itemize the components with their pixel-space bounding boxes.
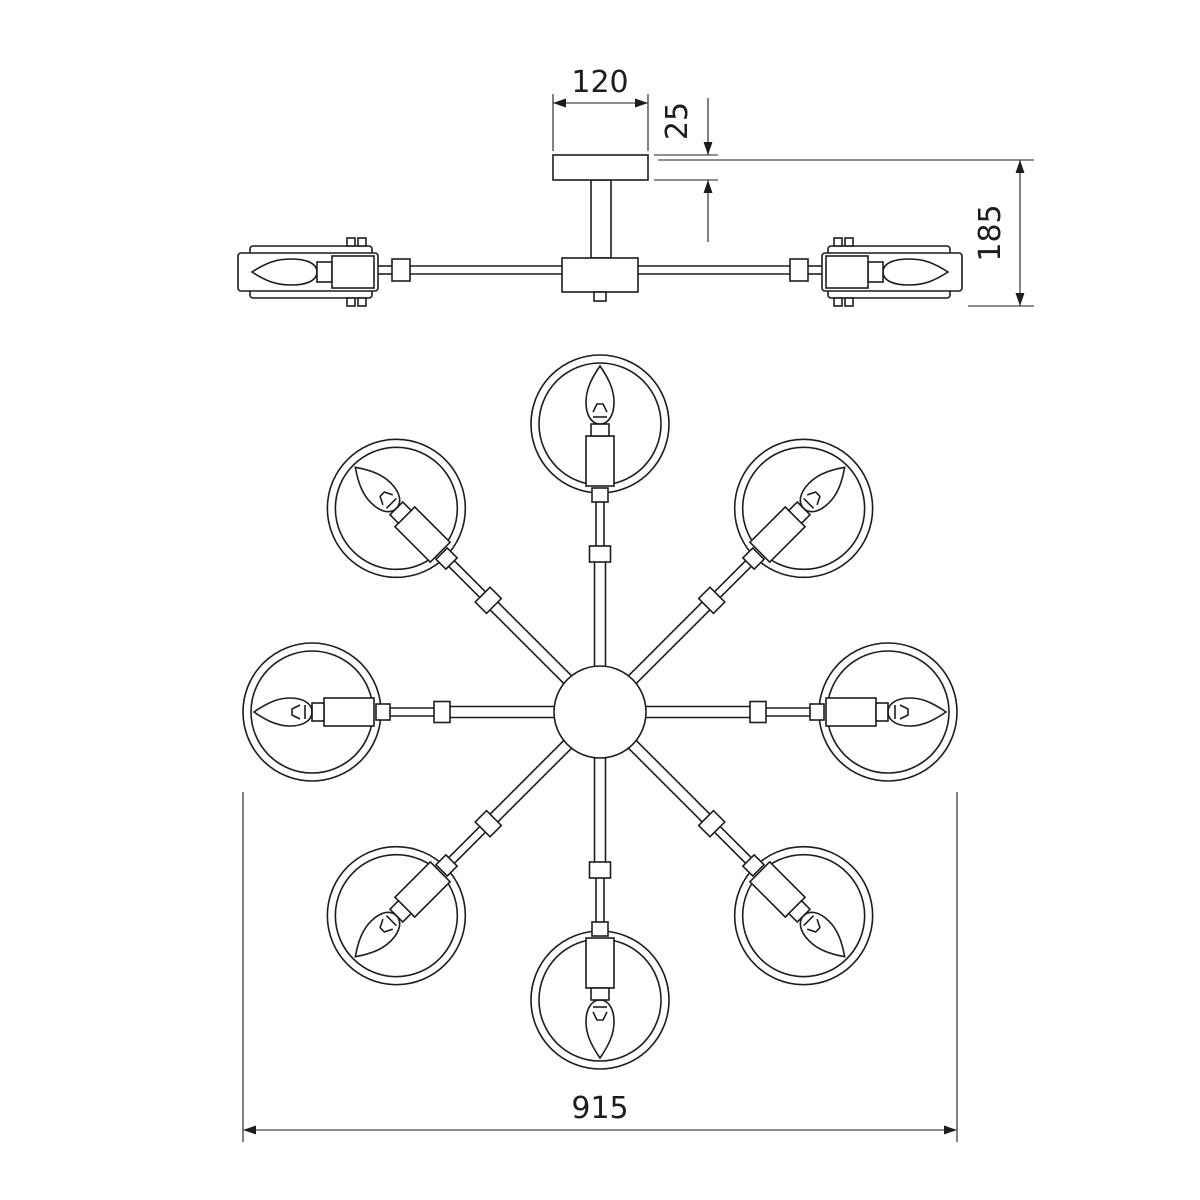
side-lamp-right [637, 237, 963, 307]
dimensions: 120 25 185 915 [242, 65, 1034, 1142]
lamp-arm-e [645, 642, 958, 782]
hub-nub [593, 291, 607, 302]
arrowhead-icon [635, 98, 648, 108]
stem [590, 179, 612, 259]
arrowhead-icon [1015, 293, 1025, 306]
ceiling-plate [552, 154, 649, 181]
dimension-label-overall-height: 185 [973, 204, 1008, 261]
dimension-label-canopy-height: 25 [660, 102, 695, 140]
dimension-overall-diameter: 915 [242, 792, 958, 1142]
arrowhead-icon [703, 142, 713, 155]
side-view [237, 154, 963, 307]
arrowhead-icon [944, 1125, 957, 1135]
arrowhead-icon [553, 98, 566, 108]
arrowhead-icon [243, 1125, 256, 1135]
side-lamp-left [237, 237, 563, 307]
center-hub-circle [553, 665, 647, 759]
dimension-label-canopy-width: 120 [571, 65, 628, 100]
arrowhead-icon [1015, 160, 1025, 173]
dimension-canopy-height: 25 [654, 98, 718, 242]
dimension-overall-height: 185 [658, 159, 1034, 307]
dimension-canopy-width: 120 [552, 65, 649, 151]
lamp-arm-s [530, 757, 670, 1070]
dimension-label-overall-diameter: 915 [571, 1091, 628, 1126]
top-view [242, 354, 958, 1070]
arrowhead-icon [703, 180, 713, 193]
lamp-arm-n [530, 354, 670, 667]
lamp-arm-w [242, 642, 555, 782]
hub [561, 257, 639, 293]
